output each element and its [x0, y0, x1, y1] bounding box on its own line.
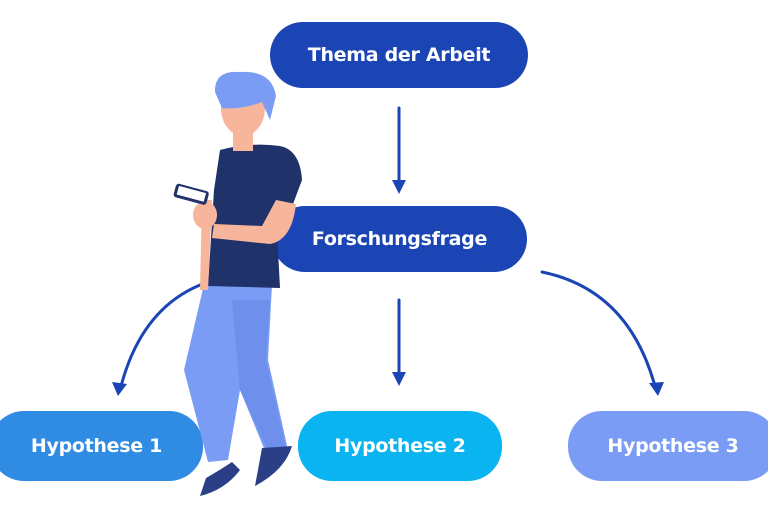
- arrow-question-to-h3: [540, 270, 658, 392]
- person-shirt: [208, 144, 302, 288]
- arrowhead: [649, 382, 664, 396]
- person-shoe: [255, 446, 292, 486]
- node-research-question: Forschungsfrage: [272, 206, 527, 272]
- person-arm: [212, 200, 296, 244]
- arrow-question-to-h1: [118, 283, 202, 392]
- person-hair: [214, 71, 276, 120]
- node-hypothesis-3: Hypothese 3: [568, 411, 768, 481]
- node-topic: Thema der Arbeit: [270, 22, 528, 88]
- person-shoe: [200, 462, 240, 496]
- node-hypothesis-2: Hypothese 2: [298, 411, 502, 481]
- arrowhead: [392, 180, 406, 194]
- arrowhead: [392, 372, 406, 386]
- arrowhead: [112, 382, 127, 396]
- phone-icon: [173, 183, 209, 205]
- node-hypothesis-1: Hypothese 1: [0, 411, 203, 481]
